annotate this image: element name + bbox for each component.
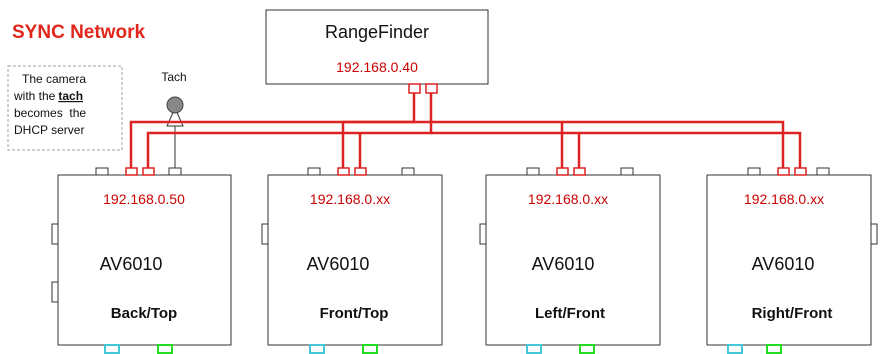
camera-side-port — [479, 223, 487, 245]
rangefinder-ip: 192.168.0.40 — [336, 59, 418, 75]
camera-port — [168, 167, 182, 176]
camera-box — [485, 174, 661, 346]
camera-side-port — [870, 223, 878, 245]
camera-ip: 192.168.0.50 — [103, 191, 185, 207]
rangefinder-port-2 — [425, 83, 438, 94]
camera-position: Left/Front — [535, 305, 605, 322]
camera-box — [706, 174, 872, 346]
sync-cables — [129, 93, 802, 168]
camera-port — [620, 167, 634, 176]
camera-port-green — [766, 344, 782, 354]
camera-port-cyan — [727, 344, 743, 354]
camera-position: Right/Front — [752, 305, 833, 322]
cable-to-right-front-2 — [579, 131, 802, 168]
note-line-2-prefix: with the — [13, 89, 56, 103]
camera-model: AV6010 — [307, 254, 370, 274]
camera-port — [401, 167, 415, 176]
camera-port-green — [157, 344, 173, 354]
camera-port — [307, 167, 321, 176]
camera-port — [816, 167, 830, 176]
camera-port — [125, 167, 138, 176]
camera-box — [267, 174, 443, 346]
camera-model: AV6010 — [532, 254, 595, 274]
diagram-title: SYNC Network — [12, 22, 145, 43]
camera-port — [354, 167, 367, 176]
camera-port — [794, 167, 807, 176]
camera-port-cyan — [526, 344, 542, 354]
camera-port-cyan — [104, 344, 120, 354]
camera-ip: 192.168.0.xx — [528, 191, 608, 207]
camera-port — [95, 167, 109, 176]
camera-front-top: 192.168.0.xx AV6010 Front/Top — [261, 167, 443, 354]
camera-port — [142, 167, 155, 176]
camera-port — [777, 167, 790, 176]
note-line-1: The camera — [22, 72, 86, 86]
camera-side-port — [261, 223, 269, 245]
cable-bus-to-front-cameras — [146, 93, 433, 168]
cable-to-back-top — [129, 93, 416, 168]
camera-model: AV6010 — [752, 254, 815, 274]
camera-right-front: 192.168.0.xx AV6010 Right/Front — [706, 167, 878, 354]
camera-port — [337, 167, 350, 176]
rangefinder-name: RangeFinder — [325, 22, 429, 42]
camera-back-top: 192.168.0.50 AV6010 Back/Top — [51, 167, 232, 354]
camera-port — [747, 167, 761, 176]
note-box — [7, 65, 123, 151]
camera-side-port — [51, 281, 59, 303]
cable-to-front-top — [341, 120, 414, 168]
cable-to-right-front — [562, 120, 785, 168]
camera-ip: 192.168.0.xx — [744, 191, 824, 207]
cable-to-left-front-2 — [431, 131, 581, 168]
camera-model: AV6010 — [100, 254, 163, 274]
camera-port-cyan — [309, 344, 325, 354]
camera-port-green — [579, 344, 595, 354]
note-line-3: becomes the — [14, 106, 86, 120]
camera-port — [526, 167, 540, 176]
camera-port — [556, 167, 569, 176]
note-line-4: DHCP server — [14, 123, 84, 137]
camera-position: Back/Top — [111, 305, 177, 322]
camera-port-green — [362, 344, 378, 354]
camera-left-front: 192.168.0.xx AV6010 Left/Front — [479, 167, 661, 354]
camera-box — [57, 174, 232, 346]
note-tach-word: tach — [58, 89, 83, 103]
camera-port — [573, 167, 586, 176]
cable-to-left-front — [414, 120, 564, 168]
camera-position: Front/Top — [320, 305, 389, 322]
tach-sensor-icon — [166, 96, 184, 114]
camera-ip: 192.168.0.xx — [310, 191, 390, 207]
rangefinder-box — [265, 9, 489, 85]
camera-side-port — [51, 223, 59, 245]
rangefinder-port-1 — [408, 83, 421, 94]
tach-label: Tach — [161, 70, 186, 84]
